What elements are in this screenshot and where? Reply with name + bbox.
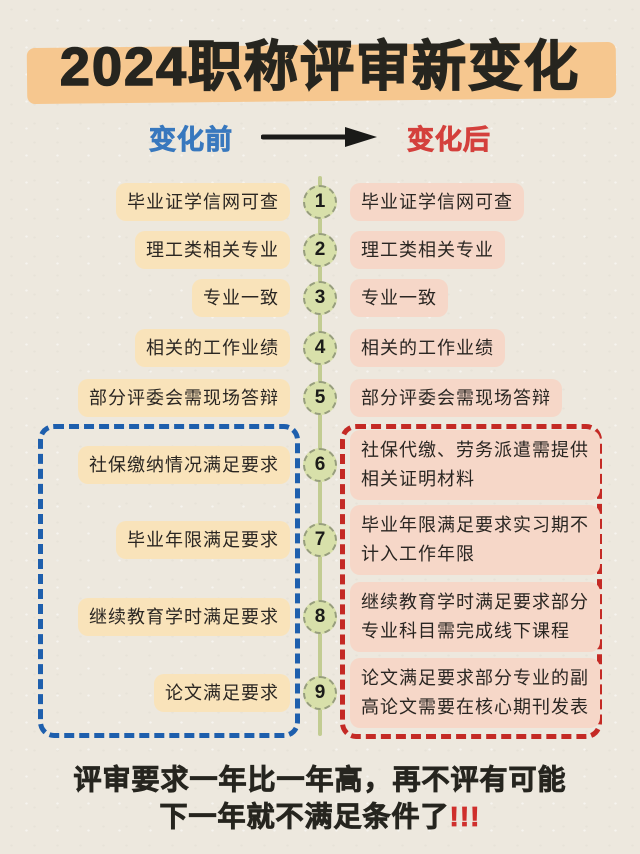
before-item: 毕业证学信网可查 [116, 183, 290, 221]
step-number-badge: 6 [303, 448, 337, 482]
footer-emphasis: !!! [449, 801, 481, 833]
before-item: 社保缴纳情况满足要求 [78, 446, 290, 484]
step-number-badge: 7 [303, 523, 337, 557]
before-item: 理工类相关专业 [135, 231, 290, 269]
before-label: 变化前 [149, 124, 233, 155]
footer-note: 评审要求一年比一年高，再不评有可能 下一年就不满足条件了!!! [0, 761, 640, 835]
before-group-box [38, 424, 300, 738]
step-number-badge: 5 [303, 381, 337, 415]
after-item: 相关的工作业绩 [350, 329, 505, 367]
after-item: 专业一致 [350, 279, 448, 317]
before-item: 继续教育学时满足要求 [78, 598, 290, 636]
step-number-badge: 8 [303, 600, 337, 634]
after-group-box [340, 424, 602, 739]
after-item: 毕业证学信网可查 [350, 183, 524, 221]
after-item: 毕业年限满足要求实习期不 计入工作年限 [350, 505, 600, 575]
step-number-badge: 9 [303, 676, 337, 710]
arrow-right-icon [261, 127, 377, 147]
before-item: 论文满足要求 [154, 674, 290, 712]
after-item: 论文满足要求部分专业的副 高论文需要在核心期刊发表 [350, 658, 600, 728]
after-item: 部分评委会需现场答辩 [350, 379, 562, 417]
step-number-badge: 4 [303, 331, 337, 365]
page-title: 2024职称评审新变化 [59, 36, 581, 98]
before-item: 毕业年限满足要求 [116, 521, 290, 559]
step-number-badge: 3 [303, 281, 337, 315]
before-item: 相关的工作业绩 [135, 329, 290, 367]
step-number-badge: 2 [303, 233, 337, 267]
after-item: 继续教育学时满足要求部分 专业科目需完成线下课程 [350, 582, 600, 652]
footer-line2: 下一年就不满足条件了!!! [0, 798, 640, 835]
before-item: 专业一致 [192, 279, 290, 317]
before-item: 部分评委会需现场答辩 [78, 379, 290, 417]
after-item: 社保代缴、劳务派遣需提供 相关证明材料 [350, 430, 600, 500]
compare-header: 变化前 变化后 [0, 119, 640, 155]
after-label: 变化后 [407, 124, 491, 155]
footer-line1: 评审要求一年比一年高，再不评有可能 [73, 764, 567, 796]
step-number-badge: 1 [303, 185, 337, 219]
footer-line2-text: 下一年就不满足条件了 [159, 801, 450, 833]
after-item: 理工类相关专业 [350, 231, 505, 269]
